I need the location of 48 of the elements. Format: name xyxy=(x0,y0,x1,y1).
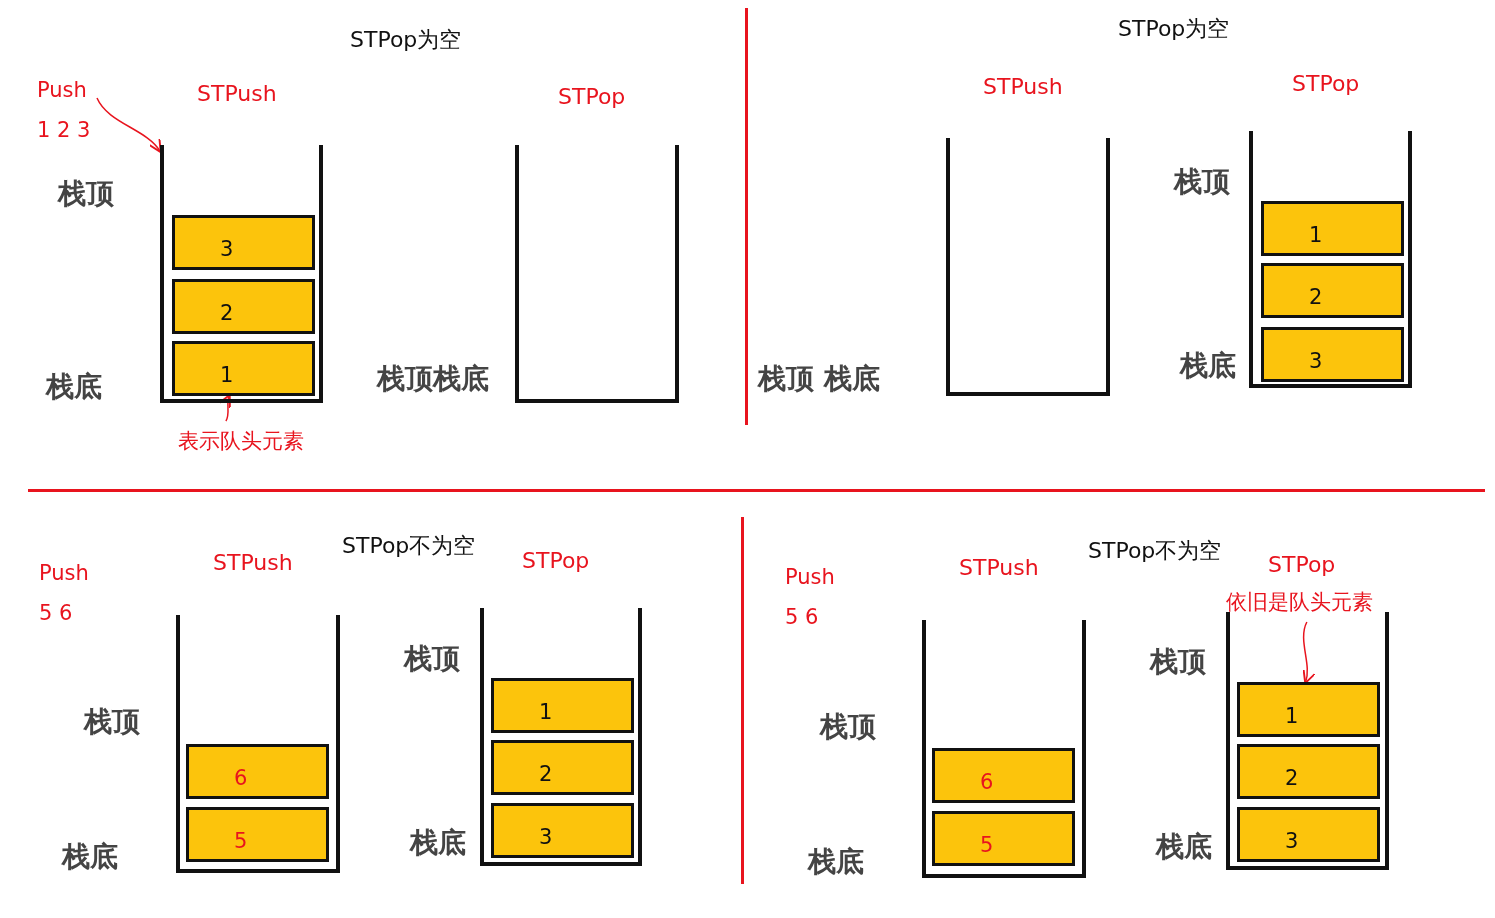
stack-end-label: 栈底 xyxy=(410,825,466,861)
stack-element: 3 xyxy=(1237,807,1380,862)
push-note: Push 5 6 xyxy=(785,557,845,637)
panel-title: STPop为空 xyxy=(1118,15,1230,43)
stack-end-label: 栈底 xyxy=(1180,348,1236,384)
stack-element: 5 xyxy=(186,807,329,862)
stack-element: 2 xyxy=(491,740,634,795)
stack-end-label: 栈顶 xyxy=(1174,164,1230,200)
stack-element: 5 xyxy=(932,811,1075,866)
stack-element: 1 xyxy=(491,678,634,733)
panel-title: STPop为空 xyxy=(350,26,462,54)
stack-end-label: 栈顶 xyxy=(1150,644,1206,680)
stack-end-label: 栈底 xyxy=(1156,829,1212,865)
panel-title: STPop不为空 xyxy=(1088,537,1222,565)
annotation: 表示队头元素 xyxy=(178,421,304,461)
stack-element: 6 xyxy=(186,744,329,799)
stack-end-label: 栈顶 xyxy=(84,704,140,740)
stack-heading: STPush xyxy=(983,73,1063,101)
panel-title: STPop不为空 xyxy=(342,532,476,560)
stack-element: 1 xyxy=(1237,682,1380,737)
push-note: Push 1 2 3 xyxy=(37,70,97,150)
stack-end-label: 栈底 xyxy=(46,369,102,405)
stack-element: 6 xyxy=(932,748,1075,803)
stack-heading: STPop xyxy=(1292,70,1360,98)
push-note: Push 5 6 xyxy=(39,553,99,633)
stack-element: 1 xyxy=(1261,201,1404,256)
stack-end-label: 栈顶栈底 xyxy=(377,361,489,397)
stack-heading: STPush xyxy=(197,80,277,108)
annotation: 依旧是队头元素 xyxy=(1226,582,1373,622)
stack-element: 2 xyxy=(1237,744,1380,799)
stack-end-label: 栈顶 xyxy=(58,176,114,212)
stack-heading: STPush xyxy=(959,554,1039,582)
stack-element: 3 xyxy=(172,215,315,270)
stack-heading: STPop xyxy=(1268,551,1336,579)
stack-element: 1 xyxy=(172,341,315,396)
stack-element: 3 xyxy=(491,803,634,858)
stack-heading: STPush xyxy=(213,549,293,577)
stack-end-label: 栈顶 栈底 xyxy=(758,361,880,397)
stack-heading: STPop xyxy=(522,547,590,575)
stack-element: 2 xyxy=(1261,263,1404,318)
stack-element: 3 xyxy=(1261,327,1404,382)
stack-end-label: 栈顶 xyxy=(820,709,876,745)
stack-end-label: 栈底 xyxy=(62,839,118,875)
stack-element: 2 xyxy=(172,279,315,334)
stack-heading: STPop xyxy=(558,83,626,111)
arrow xyxy=(96,97,162,153)
stack-end-label: 栈底 xyxy=(808,844,864,880)
stack-end-label: 栈顶 xyxy=(404,641,460,677)
